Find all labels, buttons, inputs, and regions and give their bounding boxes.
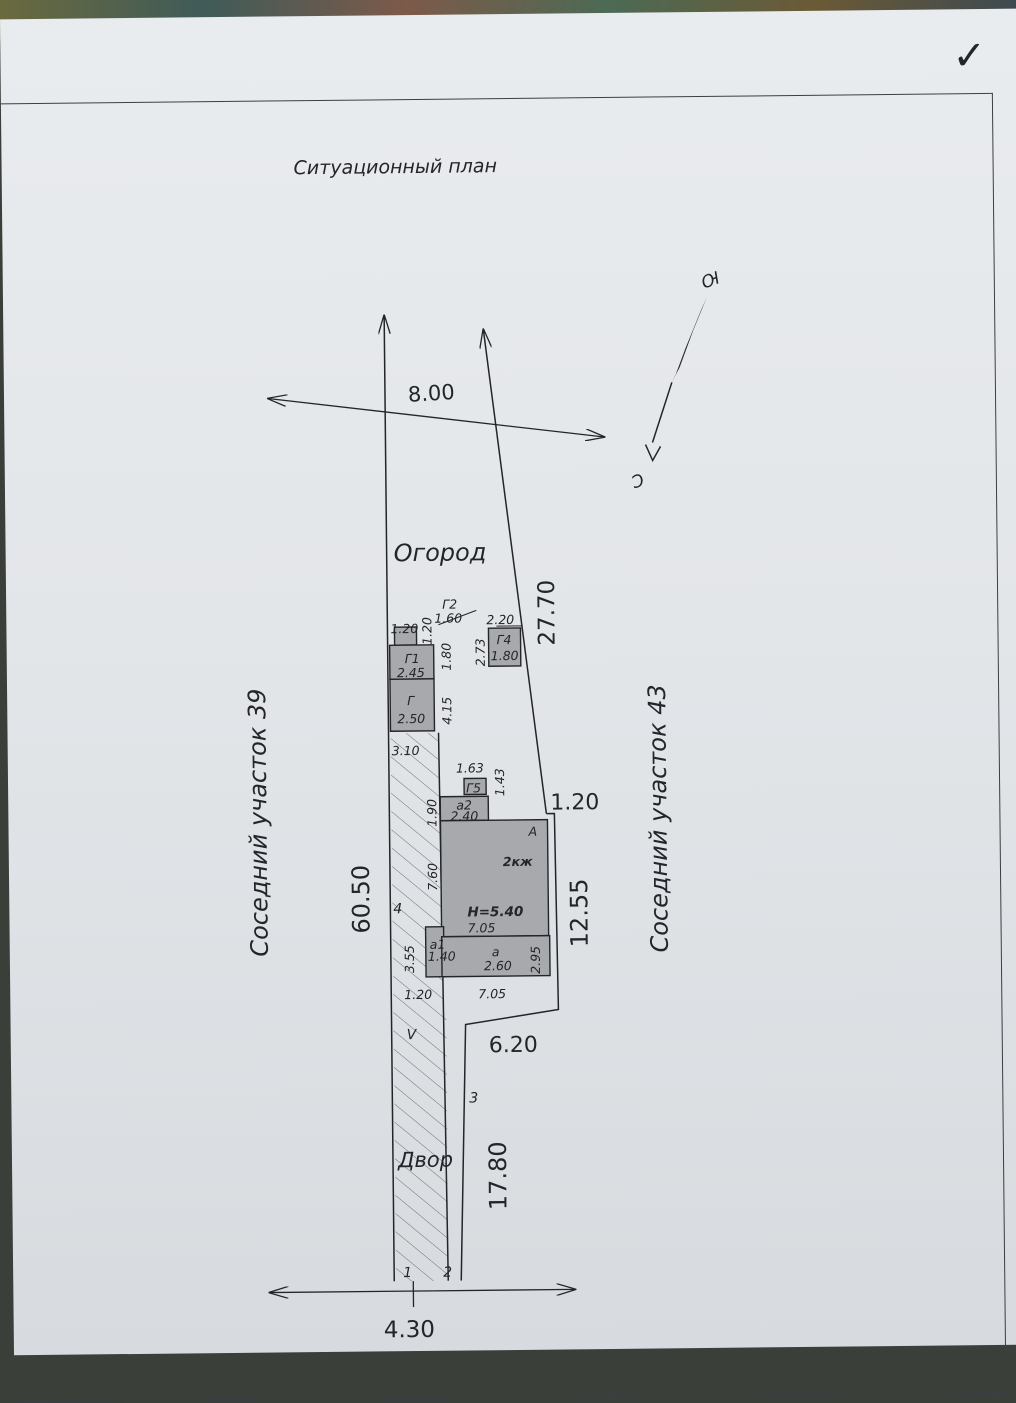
g4-label: Г4 bbox=[496, 632, 511, 647]
compass-north-label: Ю bbox=[698, 266, 722, 291]
g-base: 3.10 bbox=[392, 743, 420, 758]
dim-left-length: 60.50 bbox=[347, 865, 376, 934]
g5-depth: 1.43 bbox=[492, 768, 507, 796]
g5-width: 1.63 bbox=[456, 760, 484, 775]
dim-right-upper: 27.70 bbox=[534, 580, 561, 646]
house-width: 7.05 bbox=[467, 920, 495, 935]
g-depth: 4.15 bbox=[439, 697, 454, 725]
a-label: а bbox=[492, 944, 500, 959]
dim-step-small: 1.20 bbox=[550, 790, 599, 816]
point-4: 4 bbox=[393, 901, 402, 917]
g1-depth: 1.80 bbox=[439, 643, 454, 671]
house-height: Н=5.40 bbox=[467, 904, 523, 921]
g1-label: Г1 bbox=[405, 651, 420, 666]
dim-bottom-width: 4.30 bbox=[384, 1317, 435, 1344]
g2-depth: 1.20 bbox=[419, 617, 434, 645]
g-width: 2.50 bbox=[397, 711, 425, 726]
neighbor-right-label: Соседний участок 43 bbox=[643, 684, 674, 952]
point-3: 3 bbox=[469, 1090, 478, 1106]
house-depth: 7.60 bbox=[425, 863, 440, 891]
g4-width: 2.20 bbox=[486, 612, 514, 627]
a-depth: 2.95 bbox=[528, 946, 543, 974]
hatch-letter: V bbox=[407, 1027, 418, 1043]
yard-label: Двор bbox=[397, 1148, 453, 1173]
dim-right-lower: 17.80 bbox=[484, 1141, 513, 1210]
house-label: А bbox=[527, 824, 537, 839]
g4-side: 2.73 bbox=[473, 638, 488, 666]
g2-label: Г2 bbox=[442, 597, 457, 612]
lower-width: 7.05 bbox=[478, 986, 506, 1001]
compass-south-label: С bbox=[628, 468, 646, 491]
neighbor-left-label: Соседний участок 39 bbox=[243, 688, 274, 956]
house-type: 2кж bbox=[503, 854, 533, 869]
point-1: 1 bbox=[403, 1265, 412, 1281]
g4-depth-label: 1.80 bbox=[491, 648, 519, 663]
check-mark: ✓ bbox=[952, 33, 986, 79]
point-2: 2 bbox=[443, 1265, 452, 1281]
situation-plan: ✓ Ситуационный план Ю С bbox=[0, 9, 1016, 1356]
g5-label: Г5 bbox=[466, 780, 481, 795]
g-label: Г bbox=[407, 693, 415, 708]
compass-arrow bbox=[644, 297, 709, 461]
a1-depth: 3.55 bbox=[402, 945, 417, 973]
g2-width: 1.60 bbox=[434, 611, 462, 626]
garden-label: Огород bbox=[393, 538, 486, 567]
plan-title: Ситуационный план bbox=[293, 155, 497, 179]
g1-width: 2.45 bbox=[397, 665, 425, 680]
dim-top-width: 8.00 bbox=[407, 380, 455, 407]
paper-sheet: ✓ Ситуационный план Ю С bbox=[0, 9, 1016, 1356]
a-width: 2.60 bbox=[484, 958, 512, 973]
a1-width: 1.40 bbox=[428, 949, 456, 964]
a2-depth: 1.90 bbox=[424, 799, 439, 827]
dim-step-lower: 6.20 bbox=[489, 1033, 538, 1059]
dim-right-middle: 12.55 bbox=[565, 878, 594, 947]
g1-top-width: 1.20 bbox=[390, 621, 418, 636]
a2-width: 2.40 bbox=[450, 808, 478, 823]
lower-left: 1.20 bbox=[404, 987, 432, 1002]
